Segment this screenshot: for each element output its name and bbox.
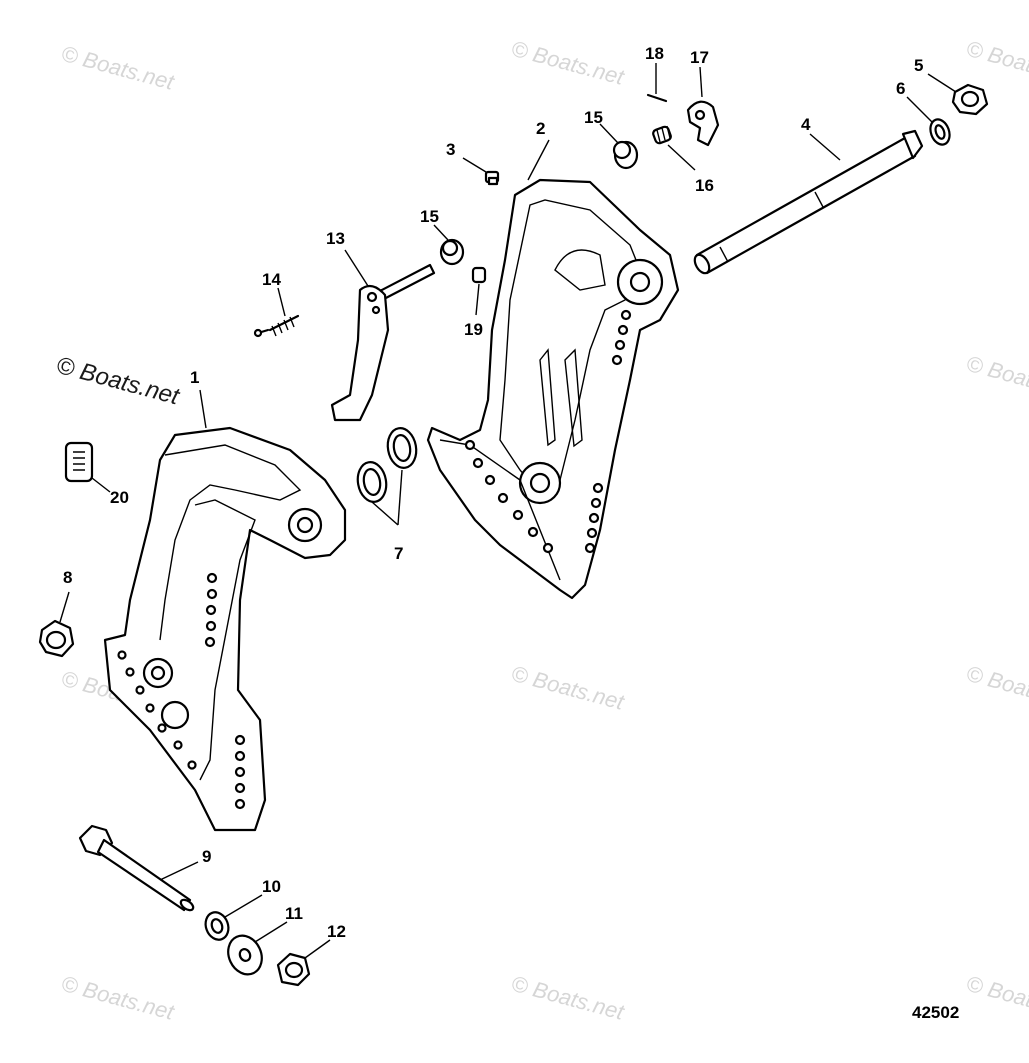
callout-14: 14 [262, 270, 281, 289]
part-10-washer [204, 911, 230, 941]
watermark: © Boats.net [59, 41, 178, 95]
part-12-nut [276, 952, 311, 987]
part-1-clamp-bracket-left [103, 426, 347, 832]
part-5-nut [951, 83, 989, 116]
part-17-lock-cam [686, 100, 720, 147]
callout-6: 6 [896, 79, 905, 98]
watermark: © Boats.net [509, 971, 628, 1025]
part-4-tilt-tube [693, 129, 924, 275]
reference-number: 42502 [912, 1003, 959, 1022]
part-6-washer [929, 118, 951, 146]
part-14-spring [253, 314, 300, 338]
part-7-washers [356, 427, 418, 503]
callout-3: 3 [446, 140, 455, 159]
watermark: © Boats.net [964, 971, 1029, 1025]
callout-15-lower: 15 [420, 207, 439, 226]
part-2-clamp-bracket-right [426, 178, 680, 600]
watermark: © Boats.net [964, 351, 1029, 405]
callout-5: 5 [914, 56, 923, 75]
callout-13: 13 [326, 229, 345, 248]
watermark: © Boats.net [59, 971, 178, 1025]
part-16-spring [652, 125, 672, 145]
part-8-nut [38, 619, 75, 658]
callout-4: 4 [801, 115, 811, 134]
watermark: © Boats.net [964, 661, 1029, 715]
part-13-tilt-lock-lever [330, 263, 436, 422]
callout-16: 16 [695, 176, 714, 195]
part-20-decal [64, 441, 94, 483]
watermark: © Boats.net [509, 661, 628, 715]
callout-15-upper: 15 [584, 108, 603, 127]
callout-7: 7 [394, 544, 403, 563]
part-15-bushing-lower [439, 238, 465, 266]
callout-8: 8 [63, 568, 72, 587]
callouts: 1 2 3 4 5 6 7 8 9 10 11 12 13 14 15 15 1… [63, 44, 923, 941]
watermark: © Boats.net [964, 36, 1029, 90]
part-15-bushing-upper [612, 140, 639, 170]
callout-10: 10 [262, 877, 281, 896]
leader-lines [59, 63, 957, 959]
part-9-bolt [78, 824, 195, 912]
callout-11: 11 [285, 904, 303, 923]
part-11-washer [227, 934, 263, 976]
part-3-grease-fitting [484, 170, 500, 186]
part-19-pin [471, 266, 487, 284]
callout-2: 2 [536, 119, 545, 138]
callout-19: 19 [464, 320, 483, 339]
callout-1: 1 [190, 368, 199, 387]
watermark-dark: © Boats.net [53, 352, 183, 411]
callout-18: 18 [645, 44, 664, 63]
callout-20: 20 [110, 488, 129, 507]
watermark: © Boats.net [509, 36, 628, 90]
callout-17: 17 [690, 48, 709, 67]
callout-12: 12 [327, 922, 346, 941]
part-18-pin [646, 93, 668, 103]
callout-9: 9 [202, 847, 211, 866]
